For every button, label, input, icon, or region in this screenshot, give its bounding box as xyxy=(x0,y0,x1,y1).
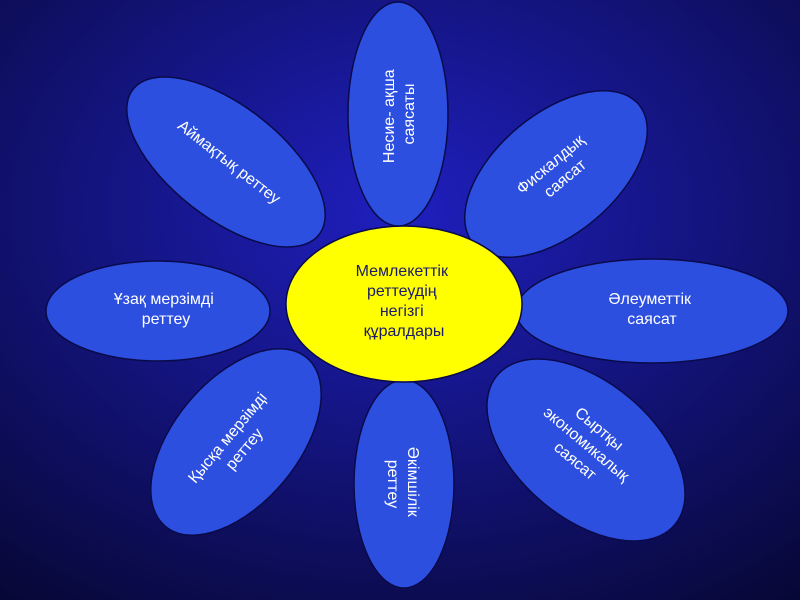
petal-social-policy: Әлеуметтік саясат xyxy=(515,258,789,364)
petal-regional-regulation: Аймақтық реттеу xyxy=(126,76,326,248)
petal-shape xyxy=(353,379,455,589)
petal-shape xyxy=(347,1,449,227)
petal-label: Несие- ақша саясаты xyxy=(381,65,418,163)
petal-label: Әлеуметтік саясат xyxy=(609,291,696,328)
center-shape xyxy=(285,225,523,383)
petal-label: Әкімшілік реттеу xyxy=(384,447,421,521)
center-node: Мемлекеттік реттеудің негізгі құралдары xyxy=(285,225,523,383)
petal-label: Ұзақ мерзімді реттеу xyxy=(114,291,218,328)
petal-fiscal-policy: Фискалдық саясат xyxy=(463,89,649,259)
petal-shape xyxy=(45,260,271,362)
petal-shape xyxy=(150,348,322,536)
petal-foreign-economic-policy: Сыртқы экономикалық саясат xyxy=(486,358,686,542)
center-label: Мемлекеттік реттеудің негізгі құралдары xyxy=(356,263,453,340)
petal-shape xyxy=(126,76,326,248)
petal-short-term-regulation: Қысқа мерзімді реттеу xyxy=(150,348,322,536)
petal-long-term-regulation: Ұзақ мерзімді реттеу xyxy=(45,260,271,362)
petal-credit-monetary-policy: Несие- ақша саясаты xyxy=(347,1,449,227)
petal-shape xyxy=(486,358,686,542)
petal-administrative-regulation: Әкімшілік реттеу xyxy=(353,379,455,589)
